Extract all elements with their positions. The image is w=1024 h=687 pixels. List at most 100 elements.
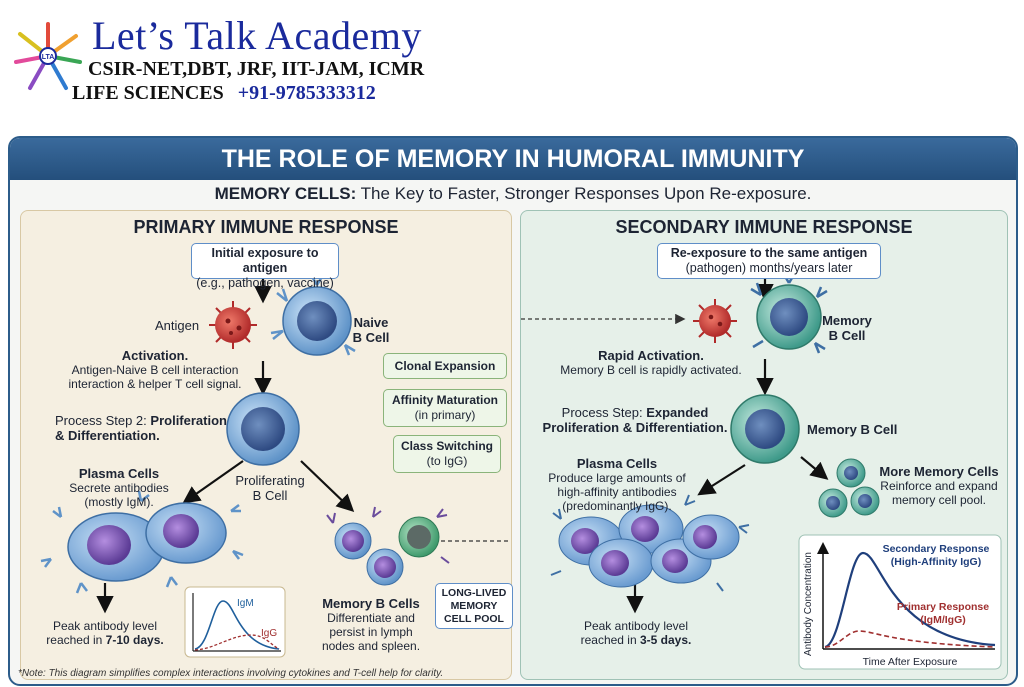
chart-sec-l2: (High-Affinity IgG) [890, 556, 982, 568]
sec-peak-l1: Peak antibody level [583, 619, 689, 633]
secondary-antigen-icon [693, 299, 737, 343]
chart-sec-l1: Secondary Response [882, 543, 990, 555]
chart-pri-l2: (IgM/IgG) [920, 614, 966, 626]
secondary-plasma-text: Plasma Cells Produce large amounts of hi… [547, 457, 687, 514]
sec-step-bold1: Expanded [646, 405, 709, 420]
primary-memory-text: Memory B Cells Differentiate and persist… [315, 597, 427, 654]
primary-panel: PRIMARY IMMUNE RESPONSE [20, 210, 513, 680]
arrow-to-plasma [182, 460, 244, 504]
primary-plasma-title: Plasma Cells [78, 466, 160, 481]
header: LTA Let’s Talk Academy CSIR-NET,DBT, JRF… [0, 0, 1024, 118]
secondary-response-curve [824, 551, 996, 649]
sec-step-prefix: Process Step: [561, 405, 643, 420]
primary-peak-days: 7-10 days. [105, 633, 164, 647]
brand-phone: +91-9785333312 [237, 82, 376, 104]
arrow-to-more-memory [800, 456, 829, 480]
secondary-memory-b-cell-icon [750, 272, 828, 354]
arrow-to-secondary-plasma [697, 464, 746, 496]
primary-exposure-sub: (e.g., pathogen, vaccine) [196, 276, 334, 290]
prolif-l2: B Cell [252, 488, 288, 503]
plasma-cells-icon [40, 490, 244, 594]
secondary-panel: SECONDARY IMMUNE RESPONSE [520, 210, 1008, 680]
more-memory-text: More Memory Cells Reinforce and expand m… [871, 465, 1007, 508]
secondary-exposure-box: Re-exposure to the same antigen (pathoge… [657, 243, 881, 279]
chart-secondary-label: Secondary Response(High-Affinity IgG) [873, 543, 999, 569]
primary-exposure-title: Initial exposure to antigen [211, 246, 319, 275]
naive-label-l1: Naive [353, 315, 389, 330]
memory-b-cells-icon [326, 506, 450, 586]
primary-title: PRIMARY IMMUNE RESPONSE [133, 217, 399, 237]
chart-x-axis-label: Time After Exposure [862, 656, 958, 668]
infographic-frame: THE ROLE OF MEMORY IN HUMORAL IMMUNITY M… [8, 136, 1018, 686]
prolif-l1: Proliferating [235, 473, 305, 488]
brand-exams: CSIR-NET,DBT, JRF, IIT-JAM, ICMR [88, 58, 425, 80]
sec-plasma-l2: high-affinity antibodies [557, 485, 677, 499]
class-switch-sub: (to IgG) [426, 454, 468, 468]
primary-plasma-text: Plasma Cells Secrete antibodies (mostly … [59, 466, 179, 510]
memory-link-dashed [441, 540, 511, 542]
footnote: *Note: This diagram simplifies complex i… [18, 668, 444, 679]
brand-subject: LIFE SCIENCES [72, 82, 224, 104]
primary-memory-l2: persist in lymph [329, 625, 413, 639]
primary-step-prefix: Process Step 2: [55, 413, 147, 428]
primary-step-bold2: & Differentiation. [55, 428, 160, 443]
primary-memory-l1: Differentiate and [327, 611, 415, 625]
sec-mem-l2: B Cell [828, 328, 866, 343]
activation-line2: interaction & helper T cell signal. [68, 377, 242, 391]
secondary-peak-text: Peak antibody level reached in 3-5 days. [571, 619, 701, 647]
primary-step-bold1: Proliferation [150, 413, 227, 428]
primary-memory-l3: nodes and spleen. [321, 639, 421, 653]
sec-peak-days: 3-5 days. [640, 633, 692, 647]
rapid-activation-text: Rapid Activation. Memory B cell is rapid… [551, 348, 751, 378]
activation-line1: Antigen-Naive B cell interaction [71, 363, 239, 377]
chart-pri-l1: Primary Response [896, 601, 990, 613]
affinity-maturation-box: Affinity Maturation(in primary) [383, 389, 507, 427]
antigen-label: Antigen [155, 318, 200, 333]
banner-title: THE ROLE OF MEMORY IN HUMORAL IMMUNITY [10, 138, 1016, 180]
rapid-activation-line: Memory B cell is rapidly activated. [560, 363, 742, 377]
brand-title: Let’s Talk Academy [92, 13, 422, 58]
pool-l2: MEMORY [450, 600, 498, 612]
rapid-activation-title: Rapid Activation. [598, 348, 704, 363]
secondary-response-chart [798, 534, 1002, 670]
brand-line2: LIFE SCIENCES +91-9785333312 [72, 82, 376, 105]
igg-curve [194, 634, 280, 651]
sec-step-bold2: Proliferation & Differentiation. [542, 420, 728, 435]
naive-label-l2: B Cell [352, 330, 390, 345]
primary-process-step: Process Step 2: Proliferation & Differen… [55, 413, 227, 443]
primary-peak-l1: Peak antibody level [52, 619, 158, 633]
activation-title: Activation. [121, 348, 189, 363]
chart-igm-label: IgM [237, 598, 254, 609]
sec-plasma-l1: Produce large amounts of [548, 471, 686, 485]
academy-logo-icon: LTA [14, 22, 82, 90]
secondary-graphics [521, 272, 1002, 670]
primary-plasma-l2: (mostly IgM). [84, 495, 154, 509]
sec-plasma-l3: (predominantly IgG). [562, 499, 672, 513]
subtitle-lead: MEMORY CELLS: [214, 184, 357, 203]
primary-exposure-box: Initial exposure to antigen (e.g., patho… [191, 243, 339, 290]
chart-primary-label: Primary Response(IgM/IgG) [887, 601, 999, 627]
secondary-exposure-sub: (pathogen) months/years later [685, 261, 853, 275]
igm-curve [194, 600, 280, 650]
secondary-process-step: Process Step: Expanded Proliferation & D… [535, 405, 735, 435]
pool-l3: CELL POOL [444, 613, 504, 625]
affinity-sub: (in primary) [414, 408, 476, 422]
arrow-to-memory [300, 460, 355, 513]
primary-graphics [40, 274, 511, 658]
class-switching-box: Class Switching(to IgG) [393, 435, 501, 473]
affinity-title: Affinity Maturation [392, 393, 498, 407]
more-memory-l1: Reinforce and expand [880, 479, 998, 493]
chart-y-axis-label: Antibody Concentration [803, 552, 814, 656]
clonal-expansion-box: Clonal Expansion [383, 353, 507, 379]
expanded-memory-b-cell-icon [730, 394, 800, 464]
proliferating-b-cell-icon [226, 392, 300, 466]
chart-igg-label: IgG [261, 628, 278, 639]
svg-text:LTA: LTA [42, 54, 55, 61]
antigen-icon [209, 301, 257, 349]
primary-peak-prefix: reached in [46, 633, 103, 647]
pool-l1: LONG-LIVED [441, 587, 507, 599]
